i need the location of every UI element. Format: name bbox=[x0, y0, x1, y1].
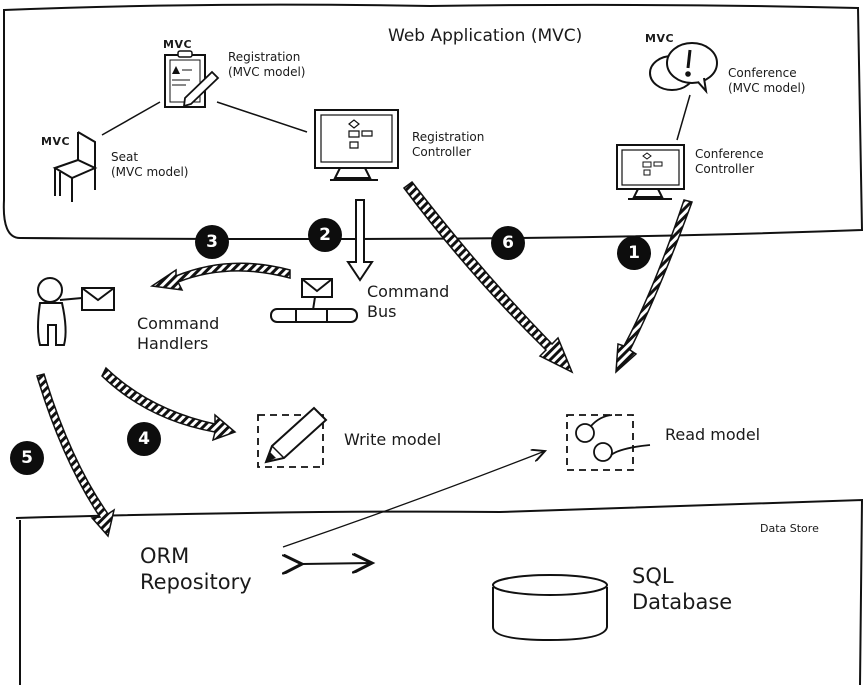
seat-registration-line bbox=[101, 101, 161, 136]
orm-line1: ORM bbox=[140, 544, 190, 568]
registration-controller-line bbox=[216, 101, 308, 133]
web-app-title: Web Application (MVC) bbox=[388, 26, 583, 46]
conference-controller-label: Conference Controller bbox=[695, 147, 764, 177]
step-badge-2: 2 bbox=[308, 218, 342, 252]
step-badge-3: 3 bbox=[195, 225, 229, 259]
sql-line1: SQL bbox=[632, 564, 674, 588]
command-handlers-label: Command Handlers bbox=[137, 314, 219, 354]
step-badge-4: 4 bbox=[127, 422, 161, 456]
sql-line2: Database bbox=[632, 590, 733, 615]
seat-model-line1: Seat bbox=[111, 150, 139, 164]
conference-monitor-icon bbox=[616, 144, 685, 200]
arrow-step-3 bbox=[149, 262, 291, 291]
registration-mvc-tag: MVC bbox=[163, 38, 193, 51]
registration-controller-label: Registration Controller bbox=[412, 130, 484, 160]
conference-model-line2: (MVC model) bbox=[728, 81, 806, 95]
seat-model-label: Seat (MVC model) bbox=[111, 150, 188, 180]
registration-monitor-icon bbox=[314, 109, 399, 181]
pencil-icon bbox=[257, 406, 328, 468]
arrow-step-5 bbox=[36, 373, 116, 538]
command-bus-label: Command Bus bbox=[367, 282, 449, 322]
conference-controller-line bbox=[676, 94, 691, 141]
step-badge-5: 5 bbox=[10, 441, 44, 475]
clipboard-icon bbox=[164, 50, 220, 108]
step-badge-1: 1 bbox=[617, 236, 651, 270]
command-handlers-line2: Handlers bbox=[137, 334, 209, 353]
conference-mvc-tag: MVC bbox=[645, 32, 675, 45]
conference-model-line1: Conference bbox=[728, 66, 797, 80]
orm-sql-double-arrow bbox=[302, 563, 372, 564]
arrow-step-6 bbox=[402, 180, 574, 374]
command-bus-line2: Bus bbox=[367, 302, 397, 321]
sql-database-label: SQL Database bbox=[632, 563, 732, 616]
step-badge-6: 6 bbox=[491, 226, 525, 260]
seat-model-line2: (MVC model) bbox=[111, 165, 189, 179]
web-app-frame bbox=[2, 3, 864, 240]
orm-line2: Repository bbox=[140, 570, 252, 595]
person-envelope-icon bbox=[37, 277, 115, 346]
conference-model-label: Conference (MVC model) bbox=[728, 66, 805, 96]
registration-controller-line2: Controller bbox=[412, 145, 472, 159]
command-bus-line1: Command bbox=[367, 282, 450, 301]
conference-controller-line1: Conference bbox=[695, 147, 764, 161]
speech-bubbles-icon bbox=[649, 42, 718, 95]
glasses-icon bbox=[566, 414, 651, 471]
seat-mvc-tag: MVC bbox=[41, 135, 71, 148]
command-bus-arrow bbox=[346, 199, 374, 282]
data-store-frame bbox=[15, 498, 864, 685]
command-handlers-line1: Command bbox=[137, 314, 220, 333]
data-store-title: Data Store bbox=[760, 522, 819, 535]
registration-model-line1: Registration bbox=[228, 50, 301, 64]
arrow-step-1 bbox=[615, 199, 693, 374]
bus-envelope-icon bbox=[270, 278, 358, 323]
registration-controller-line1: Registration bbox=[412, 130, 485, 144]
read-model-label: Read model bbox=[665, 425, 761, 444]
orm-repository-label: ORM Repository bbox=[140, 543, 252, 596]
registration-model-line2: (MVC model) bbox=[228, 65, 306, 79]
orm-to-read-model-arrow bbox=[282, 451, 545, 548]
conference-controller-line2: Controller bbox=[695, 162, 755, 176]
arrow-step-4 bbox=[101, 366, 237, 442]
registration-model-label: Registration (MVC model) bbox=[228, 50, 305, 80]
chair-icon bbox=[52, 131, 98, 202]
database-cylinder-icon bbox=[492, 574, 608, 642]
write-model-label: Write model bbox=[344, 430, 442, 449]
